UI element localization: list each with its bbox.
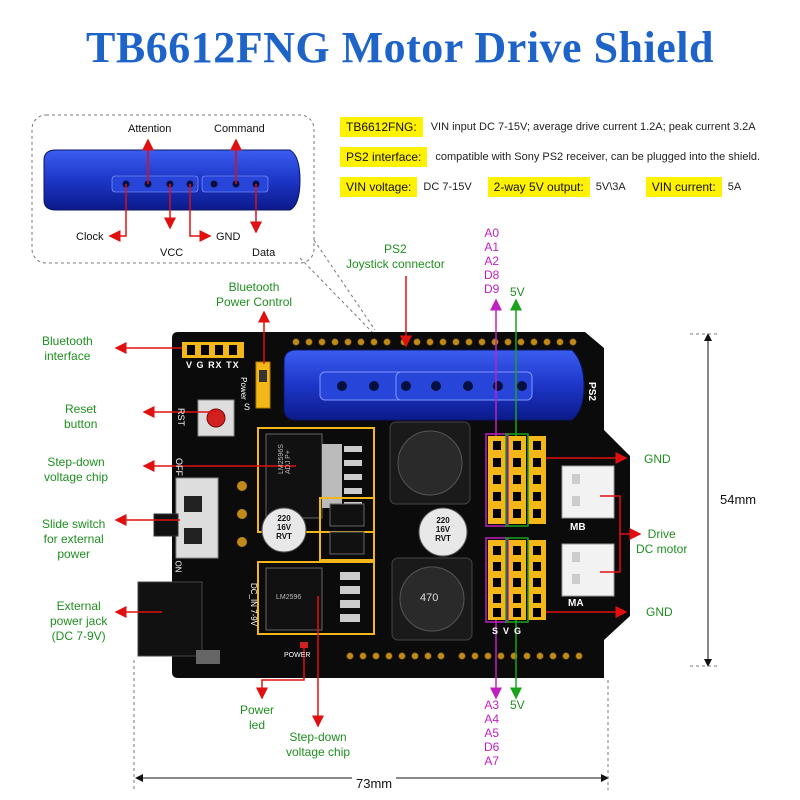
silk-mb: MB: [570, 522, 586, 533]
pin-label: A5: [484, 726, 500, 740]
silk-chip-bottom: LM2596: [276, 594, 302, 601]
spec-row-power: VIN voltage: DC 7-15V 2-way 5V output: 5…: [340, 177, 741, 197]
spec-text: compatible with Sony PS2 receiver, can b…: [435, 151, 761, 163]
silk-dc-in: DC_IN 7-9V: [249, 582, 259, 627]
spec-row-tb6612: TB6612FNG: VIN input DC 7-15V; average d…: [340, 117, 756, 137]
slide-switch: [175, 477, 219, 559]
label-power-led: Power led: [240, 703, 275, 732]
spec-text: VIN input DC 7-15V; average drive curren…: [430, 121, 756, 133]
silk-bt-pins: V G RX TX: [186, 360, 240, 370]
pin-list-top: A0 A1 A2 D8 D9: [484, 226, 499, 296]
label-drive-motor: Drive DC motor: [636, 527, 688, 556]
silk-cap1: 220 16V RVT: [276, 514, 292, 541]
spec-text: 5A: [727, 181, 742, 193]
label-stepdown-bottom: Step-down voltage chip: [286, 730, 351, 759]
silk-ps2: PS2: [585, 382, 597, 401]
silk-rst: RST: [176, 408, 186, 426]
spec-row-ps2: PS2 interface: compatible with Sony PS2 …: [340, 147, 760, 167]
page-title: TB6612FNG Motor Drive Shield: [86, 23, 714, 72]
pin-list-bottom: A3 A4 A5 D6 A7: [484, 698, 499, 768]
pin-label: D6: [484, 740, 500, 754]
spec-text: 5V\3A: [595, 181, 626, 193]
silk-on: ON: [173, 560, 183, 573]
silk-tx: TX: [226, 360, 240, 370]
spec-text: DC 7-15V: [423, 181, 472, 193]
bt-power-switch: [255, 361, 271, 409]
silk-chip-top: LM2596S ADJ P+: [277, 444, 292, 474]
power-led: [300, 642, 308, 648]
label-clock: Clock: [76, 231, 104, 243]
spec-key: VIN voltage:: [340, 177, 418, 197]
dimension-height: 54mm: [720, 492, 757, 507]
silk-s: S: [244, 402, 251, 412]
label-gnd-top: GND: [644, 452, 671, 466]
label-bt-interface: Bluetooth interface: [42, 334, 93, 363]
silk-off: OFF: [174, 458, 184, 476]
silk-power-led: POWER: [284, 652, 311, 659]
silk-ma: MA: [568, 598, 584, 609]
motor-connector-ma: [561, 543, 615, 597]
label-gnd-bottom: GND: [646, 605, 673, 619]
pin-label: A7: [484, 754, 500, 768]
spec-key: 2-way 5V output:: [487, 177, 590, 197]
pin-label: D8: [484, 268, 500, 282]
label-reset: Reset button: [64, 402, 98, 431]
pin-label: A3: [484, 698, 500, 712]
capacitor-right: [418, 507, 468, 557]
capacitor-left: [261, 507, 307, 553]
label-ps2-joystick: PS2 Joystick connector: [346, 242, 445, 271]
pin-label: A1: [484, 240, 500, 254]
silk-g: G: [196, 360, 205, 370]
pin-label: A0: [484, 226, 500, 240]
label-attention: Attention: [128, 123, 172, 135]
silk-rx: RX: [208, 360, 223, 370]
label-command: Command: [214, 123, 265, 135]
pin-label: A4: [484, 712, 500, 726]
label-vcc: VCC: [160, 247, 184, 259]
ps2-inset-frame: [31, 114, 315, 264]
spec-key: PS2 interface:: [340, 147, 428, 167]
label-bt-power: Bluetooth Power Control: [216, 280, 293, 309]
stepdown-chip-bottom: [265, 567, 323, 631]
stepdown-chip-top: [265, 433, 323, 519]
label-slide-switch: Slide switch for external power: [42, 517, 106, 561]
silk-cap2: 220 16V RVT: [435, 516, 451, 543]
silk-power: Power: [238, 377, 248, 400]
bluetooth-header: [182, 342, 244, 358]
dimension-width: 73mm: [352, 776, 397, 791]
label-gnd-inset: GND: [216, 231, 241, 243]
pin-label: A2: [484, 254, 500, 268]
motor-connector-mb: [561, 465, 615, 519]
silk-svg: S V G: [492, 626, 522, 636]
label-power-jack: External power jack (DC 7-9V): [50, 599, 108, 643]
pin-label: D9: [484, 282, 500, 296]
spec-key: TB6612FNG:: [340, 117, 423, 137]
silk-inductor: 470: [420, 592, 439, 604]
power-jack: [137, 581, 203, 657]
label-5v-bottom: 5V: [510, 698, 525, 712]
silk-v: V: [186, 360, 194, 370]
spec-key: VIN current:: [645, 177, 722, 197]
label-stepdown-left: Step-down voltage chip: [44, 455, 109, 484]
label-data: Data: [252, 247, 276, 259]
label-5v-top: 5V: [510, 285, 525, 299]
